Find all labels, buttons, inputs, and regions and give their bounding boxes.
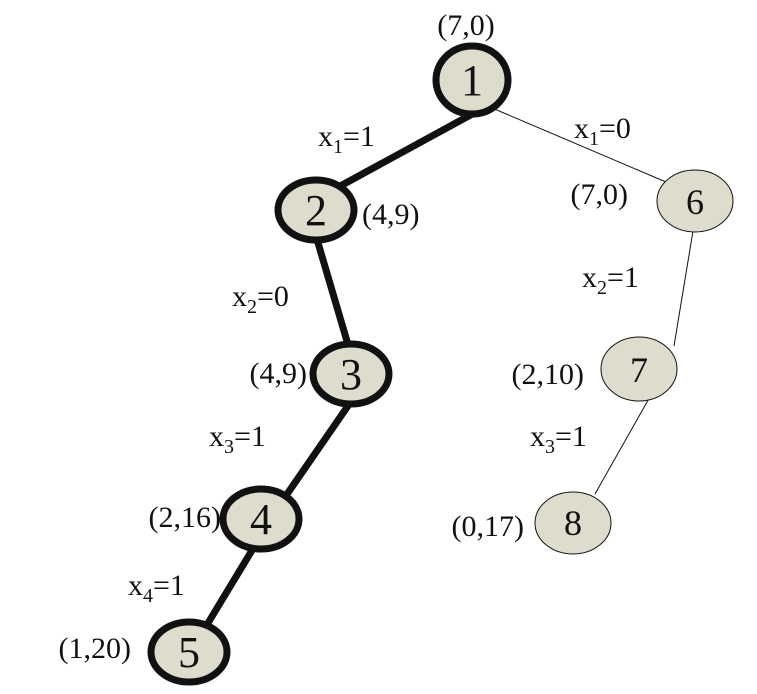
node-circle (147, 618, 231, 686)
edge-var: x (209, 420, 224, 453)
edges (201, 101, 694, 632)
edge-4-5 (201, 538, 261, 632)
nodes: 1 2 3 4 5 6 7 (147, 42, 734, 686)
tree-node-8: 8 (534, 491, 612, 555)
edge-value: =1 (234, 420, 266, 453)
edge-var: x (318, 120, 333, 153)
edge-label-6-7: x2=1 (582, 261, 639, 299)
node-circle (534, 491, 612, 555)
node-label: 5 (178, 628, 200, 677)
edge-3-4 (279, 396, 356, 504)
edge-value: =0 (599, 112, 631, 145)
edge-var: x (574, 112, 589, 145)
tree-node-7: 7 (600, 336, 678, 402)
edge-value: =1 (343, 120, 375, 153)
node-label: 1 (461, 56, 483, 105)
node-1-pair: (7,0) (437, 9, 494, 42)
edge-1-2 (329, 108, 480, 194)
node-7-pair: (2,10) (512, 358, 584, 391)
edge-value: =0 (257, 280, 289, 313)
edge-label-4-5: x4=1 (128, 569, 185, 607)
node-circle (656, 169, 734, 233)
tree-node-3: 3 (309, 340, 393, 408)
edge-var: x (530, 420, 545, 453)
tree-node-6: 6 (656, 169, 734, 233)
edge-label-7-8: x3=1 (530, 420, 587, 458)
edge-2-3 (312, 232, 353, 352)
edge-1-6 (477, 101, 667, 183)
edge-value: =1 (607, 261, 639, 294)
node-pairs: (7,0) (4,9) (4,9) (2,16) (1,20) (7,0) (2… (59, 9, 628, 665)
edge-label-1-2: x1=1 (318, 120, 375, 158)
edge-var: x (582, 261, 597, 294)
node-label: 3 (340, 350, 362, 399)
tree-node-4: 4 (219, 485, 303, 553)
node-circle (274, 176, 358, 244)
node-label: 8 (564, 503, 582, 543)
edge-sub: 1 (333, 136, 343, 158)
node-3-pair: (4,9) (250, 357, 307, 390)
node-5-pair: (1,20) (59, 632, 131, 665)
node-circle (219, 485, 303, 553)
tree-node-1: 1 (432, 42, 512, 118)
node-label: 6 (686, 182, 704, 222)
node-2-pair: (4,9) (362, 198, 419, 231)
edge-label-3-4: x3=1 (209, 420, 266, 458)
node-8-pair: (0,17) (452, 510, 524, 543)
edge-sub: 1 (589, 128, 599, 150)
edge-sub: 2 (597, 277, 607, 299)
edge-label-1-6: x1=0 (574, 112, 631, 150)
node-circle (432, 42, 512, 118)
edge-sub: 4 (143, 585, 153, 607)
edge-6-7 (673, 230, 694, 347)
tree-node-5: 5 (147, 618, 231, 686)
node-label: 4 (250, 495, 272, 544)
edge-var: x (128, 569, 143, 602)
edge-var: x (232, 280, 247, 313)
edge-sub: 2 (247, 296, 257, 318)
edge-sub: 3 (224, 436, 234, 458)
edge-value: =1 (555, 420, 587, 453)
edge-7-8 (594, 394, 652, 495)
edge-labels: x1=1 x2=0 x3=1 x4=1 x1=0 x2=1 x3=1 (128, 112, 639, 607)
edge-value: =1 (153, 569, 185, 602)
node-circle (600, 336, 678, 402)
node-4-pair: (2,16) (149, 501, 221, 534)
edge-sub: 3 (545, 436, 555, 458)
node-circle (309, 340, 393, 408)
tree-node-2: 2 (274, 176, 358, 244)
edge-label-2-3: x2=0 (232, 280, 289, 318)
node-label: 2 (305, 186, 327, 235)
node-6-pair: (7,0) (571, 178, 628, 211)
node-label: 7 (630, 350, 648, 390)
